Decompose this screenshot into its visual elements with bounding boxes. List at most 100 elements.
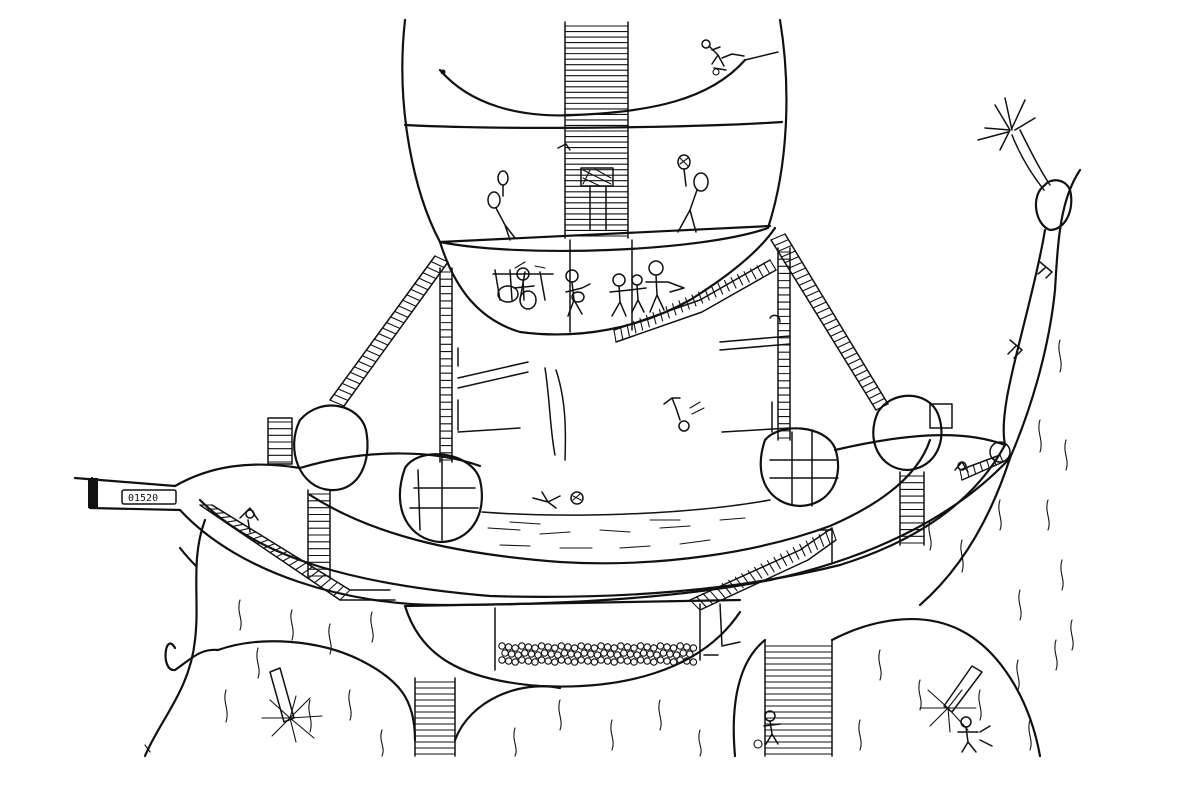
ladder-rung <box>333 393 349 402</box>
ladder-rung <box>341 382 357 390</box>
pit-ball <box>603 643 612 651</box>
ladder-rung <box>275 550 288 558</box>
pit-ball <box>564 643 572 651</box>
pit-ball <box>672 651 681 659</box>
ladder-rung <box>715 586 726 598</box>
ladder-rung <box>394 310 409 318</box>
ladder-rung <box>652 311 657 325</box>
pit-ball <box>540 649 549 657</box>
ball-pod-far-right <box>872 394 953 472</box>
ladder-rung <box>385 321 401 330</box>
ladder-rung <box>231 523 244 528</box>
ladder-rung <box>645 314 650 328</box>
ladder-rung <box>422 272 437 280</box>
ladder-rung <box>972 464 977 475</box>
pit-ball <box>610 658 618 666</box>
ladder-rung <box>801 284 817 292</box>
pit-ball <box>600 649 608 657</box>
ladder-rung <box>826 324 841 332</box>
ladder-rung <box>390 316 405 324</box>
ladder-rung <box>734 576 744 589</box>
ladder-left-vertical <box>439 267 453 463</box>
top-central-ladder <box>564 21 629 239</box>
ladder-rung <box>805 290 820 298</box>
ground-hatching <box>513 699 702 757</box>
ladder-rung <box>339 589 351 601</box>
band-pod <box>438 226 777 343</box>
pit-ball <box>620 649 628 657</box>
ball-pod-far-left <box>267 404 369 492</box>
ladder-rung <box>218 516 232 519</box>
ladder-rung <box>808 295 824 303</box>
tree-bottom-right <box>919 665 983 733</box>
ladder-rung <box>691 294 697 307</box>
ladder-rung <box>697 291 704 304</box>
ladder-rung <box>702 592 713 605</box>
pit-ball <box>570 658 579 666</box>
pit-ball <box>570 644 579 652</box>
hill-right <box>732 168 1082 758</box>
ladder-rung <box>864 386 879 394</box>
ladder-right-diagonal <box>770 233 889 411</box>
ladder-rung <box>381 327 397 335</box>
ladder-rung <box>756 265 764 277</box>
pit-ball <box>498 642 506 650</box>
ladder-rung <box>723 279 730 292</box>
ladder-rung <box>250 535 263 541</box>
ladder-rung <box>665 306 670 319</box>
ladder-rung <box>840 346 855 354</box>
pit-ball <box>689 644 698 652</box>
ladder-rung <box>773 239 789 247</box>
sign: 01520 <box>121 489 177 505</box>
pit-ball <box>663 657 671 665</box>
pit-ball <box>643 657 651 665</box>
ball-pod-right <box>759 427 840 508</box>
ladder-rung <box>307 570 320 579</box>
deck-ladder-left <box>307 489 331 579</box>
ladder-rung <box>333 585 345 597</box>
pit-ball <box>560 649 569 657</box>
ladder-rung <box>353 366 369 374</box>
ladder-rung <box>824 530 831 544</box>
pit-ball <box>567 650 575 658</box>
ladder-rung <box>337 388 353 396</box>
ladder-rung <box>762 262 770 274</box>
pit-ball <box>623 657 632 665</box>
ladder-rung <box>212 512 226 515</box>
ladder-rung <box>406 294 421 302</box>
ladder-rung <box>736 274 744 286</box>
ladder-rung <box>992 456 997 466</box>
ladder-rung <box>812 301 827 309</box>
ladder-rung <box>671 303 677 316</box>
ladder-rung <box>329 399 345 407</box>
pit-ball <box>584 643 592 651</box>
pit-ball <box>656 642 665 650</box>
pit-ball <box>551 658 559 666</box>
ladder-rung <box>269 546 282 554</box>
slide-left <box>199 504 396 601</box>
pit-ball <box>633 651 641 659</box>
ladder-rung <box>326 581 339 592</box>
musician-3 <box>609 273 631 317</box>
pit-ball <box>686 650 694 658</box>
ladder-rung <box>294 562 307 571</box>
ladder-rung <box>613 329 617 343</box>
ladder-rung <box>854 369 868 377</box>
ladder-rung <box>684 297 690 310</box>
pit-ball <box>531 658 539 666</box>
ladder-rung <box>243 531 257 536</box>
ladder-rung <box>237 527 251 532</box>
pit-ball <box>584 657 592 665</box>
ladder-rung <box>349 371 365 379</box>
ladder-rung <box>777 244 793 252</box>
pit-ball <box>626 650 635 658</box>
pit-ball <box>537 656 546 664</box>
ladder-rung <box>780 250 796 258</box>
deck-ladder-right <box>899 471 925 546</box>
ladder-rung <box>373 338 389 346</box>
ladder-rung <box>791 267 807 275</box>
ladder-rung <box>836 341 851 349</box>
central-hall <box>457 314 791 461</box>
musician-1 <box>513 267 535 301</box>
ladder-rung <box>999 454 1004 463</box>
